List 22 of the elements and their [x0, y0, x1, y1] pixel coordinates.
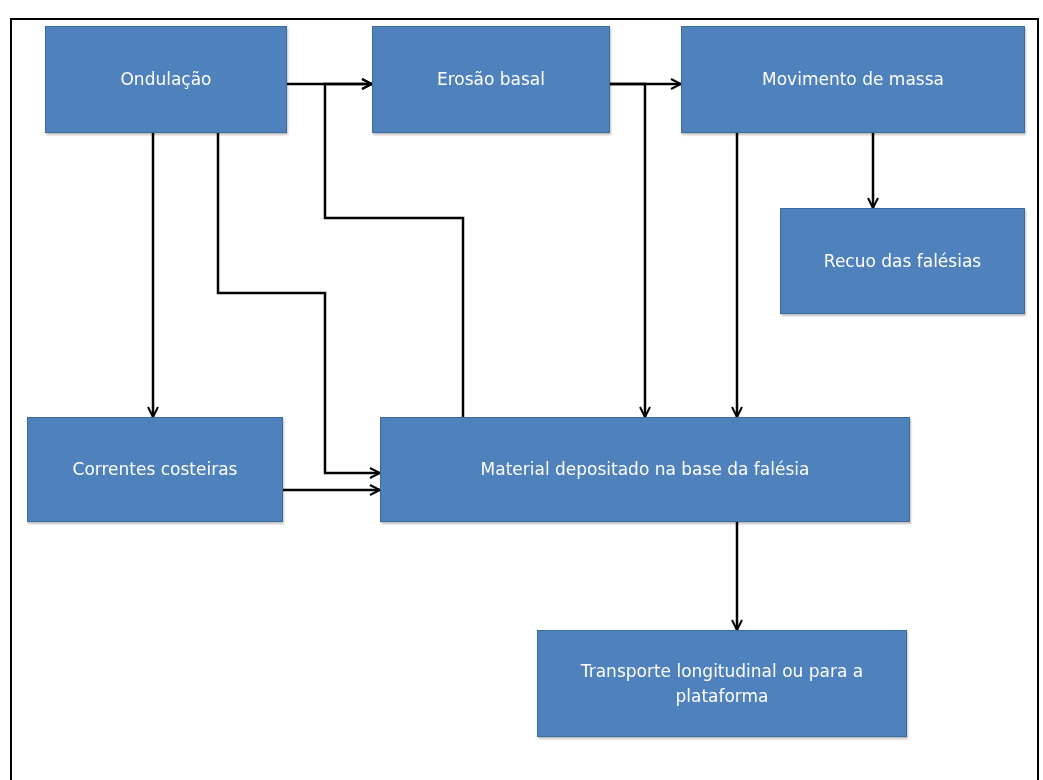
process-box: [45, 26, 287, 133]
arrow: [323, 78, 465, 417]
process-box: [537, 630, 907, 737]
arrow: [731, 133, 743, 418]
process-box: [372, 26, 610, 133]
box-label: Correntes costeiras: [72, 458, 238, 482]
box-label: Recuo das falésias: [823, 249, 982, 273]
box-label: Transporte longitudinal ou para a plataforma: [579, 659, 865, 708]
process-box: [780, 208, 1025, 314]
arrow: [283, 484, 381, 496]
arrow: [147, 133, 159, 418]
arrow: [731, 522, 743, 631]
arrow: [867, 133, 879, 209]
arrow: [610, 82, 651, 418]
process-box: [380, 417, 910, 522]
box-label: Ondulação: [120, 68, 212, 92]
box-label: Erosão basal: [436, 68, 545, 92]
box-label: Material depositado na base da falésia: [480, 458, 810, 482]
arrow: [216, 133, 381, 479]
process-box: [681, 26, 1025, 133]
process-box: [27, 417, 283, 522]
box-label: Movimento de massa: [762, 68, 944, 92]
